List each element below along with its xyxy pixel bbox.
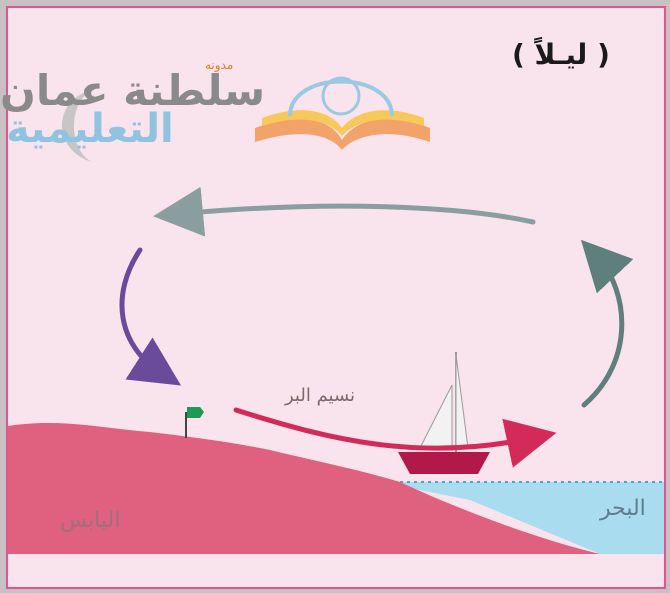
flag-icon xyxy=(187,407,204,418)
watermark-small-text: مدونه xyxy=(205,58,234,72)
land-label: اليابس xyxy=(60,508,121,533)
watermark-logo-icon xyxy=(255,76,430,150)
land-breeze-arrow xyxy=(233,407,557,468)
sinking-air-arrow xyxy=(119,247,182,386)
sea-label: البحر xyxy=(600,496,646,521)
land-area xyxy=(8,422,600,554)
sea-area xyxy=(380,482,664,554)
watermark-crescent xyxy=(62,90,92,162)
rising-air-arrow xyxy=(580,239,634,408)
upper-air-arrow xyxy=(153,186,536,237)
watermark-line1: سلطنة عمان xyxy=(0,66,266,115)
diagram-title: ( ليـلاً ) xyxy=(512,38,610,71)
sailboat-icon xyxy=(398,352,490,474)
watermark-line2: التعليمية xyxy=(6,106,174,152)
land-breeze-label: نسيم البر xyxy=(285,385,356,406)
